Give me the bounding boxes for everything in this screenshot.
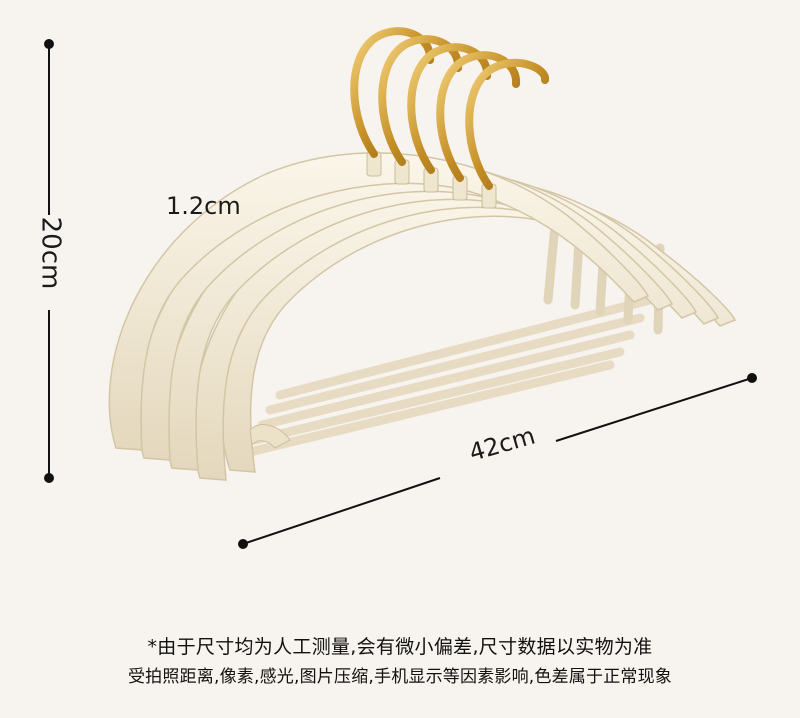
thickness-label: 1.2cm — [166, 192, 241, 220]
disclaimer-line-2: 受拍照距离,像素,感光,图片压缩,手机显示等因素影响,色差属于正常现象 — [127, 667, 673, 687]
width-dimension-line — [238, 373, 757, 549]
hanger-front-foot — [249, 424, 291, 449]
hanger-bottom-bars — [245, 295, 655, 457]
height-label: 20cm — [35, 216, 66, 290]
hook-sleeves — [366, 151, 497, 209]
hanger-stack — [108, 27, 737, 481]
height-dimension-line — [44, 39, 54, 483]
gold-hooks — [350, 27, 549, 190]
disclaimer-line-1: *由于尺寸均为人工测量,会有微小偏差,尺寸数据以实物为准 — [147, 636, 653, 658]
hanger-arches — [108, 152, 737, 481]
